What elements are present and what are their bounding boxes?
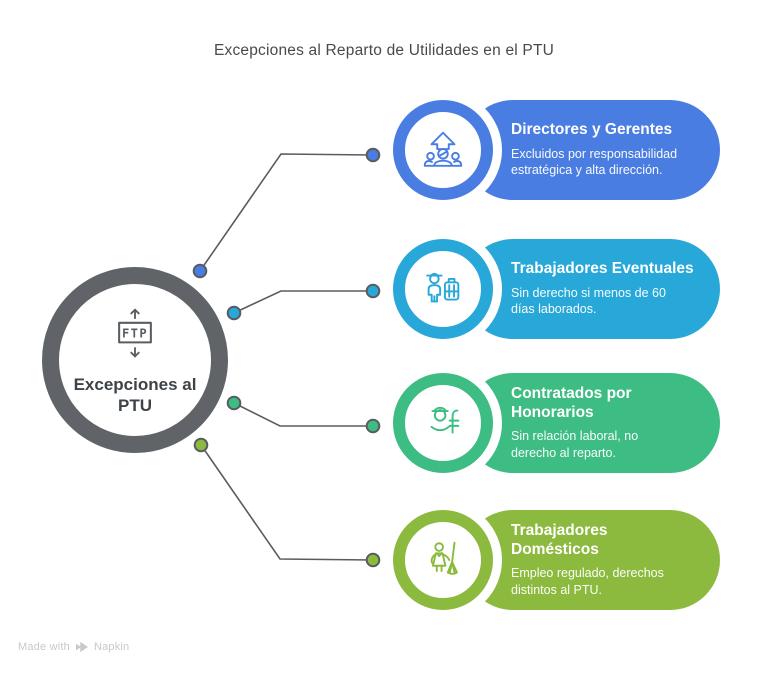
connector-dot [226, 395, 242, 411]
contractor-fee-icon [393, 373, 493, 473]
card-background [463, 373, 720, 473]
connector-dot [192, 263, 208, 279]
connector-dot [365, 283, 381, 299]
card-description: Empleo regulado, derechos distintos al P… [511, 566, 664, 597]
connector-honorarios [226, 395, 381, 434]
diagram-title: Excepciones al Reparto de Utilidades en … [213, 42, 555, 59]
connector-eventuales [226, 283, 381, 321]
card-background [463, 510, 720, 610]
made-with-napkin-watermark: Made with Napkin [18, 641, 129, 653]
domestic-worker-icon [393, 510, 493, 610]
card-text: Contratados por Honorarios Sin relación … [511, 371, 709, 475]
napkin-chevrons-icon [75, 641, 89, 653]
card-directores-y-gerentes: Directores y Gerentes Excluidos por resp… [393, 98, 723, 202]
card-background [463, 239, 720, 339]
card-title: Trabajadores Eventuales [511, 260, 694, 278]
card-text: Trabajadores Eventuales Sin derecho si m… [511, 237, 709, 341]
card-background [463, 100, 720, 200]
connector-dot [365, 418, 381, 434]
card-contratados-por-honorarios: Contratados por Honorarios Sin relación … [393, 371, 723, 475]
center-node: FTP Excepciones al PTU [42, 267, 228, 453]
leadership-team-icon [393, 100, 493, 200]
card-description: Sin derecho si menos de 60 días laborado… [511, 285, 666, 317]
connector-dot [365, 552, 381, 568]
card-trabajadores-domesticos: Trabajadores Domésticos Empleo regulado,… [393, 508, 723, 612]
ftp-transfer-icon: FTP [112, 306, 158, 367]
connector-domesticos [193, 437, 381, 568]
temporary-worker-icon [393, 239, 493, 339]
card-trabajadores-eventuales: Trabajadores Eventuales Sin derecho si m… [393, 237, 723, 341]
connector-directores [192, 147, 381, 279]
svg-text:FTP: FTP [122, 326, 148, 340]
center-node-label: Excepciones al PTU [73, 374, 197, 415]
connector-dot [365, 147, 381, 163]
card-title: Trabajadores Domésticos [511, 521, 608, 558]
card-title: Directores y Gerentes [511, 121, 673, 139]
card-title: Contratados por Honorarios [511, 384, 632, 421]
card-text: Trabajadores Domésticos Empleo regulado,… [511, 508, 709, 612]
card-description: Sin relación laboral, no derecho al repa… [511, 429, 639, 460]
made-with-label: Made with [18, 641, 70, 653]
card-text: Directores y Gerentes Excluidos por resp… [511, 98, 709, 202]
connector-dot [193, 437, 209, 453]
card-description: Excluidos por responsabilidad estratégic… [511, 146, 678, 178]
napkin-brand-label: Napkin [93, 641, 130, 653]
connector-dot [226, 305, 242, 321]
